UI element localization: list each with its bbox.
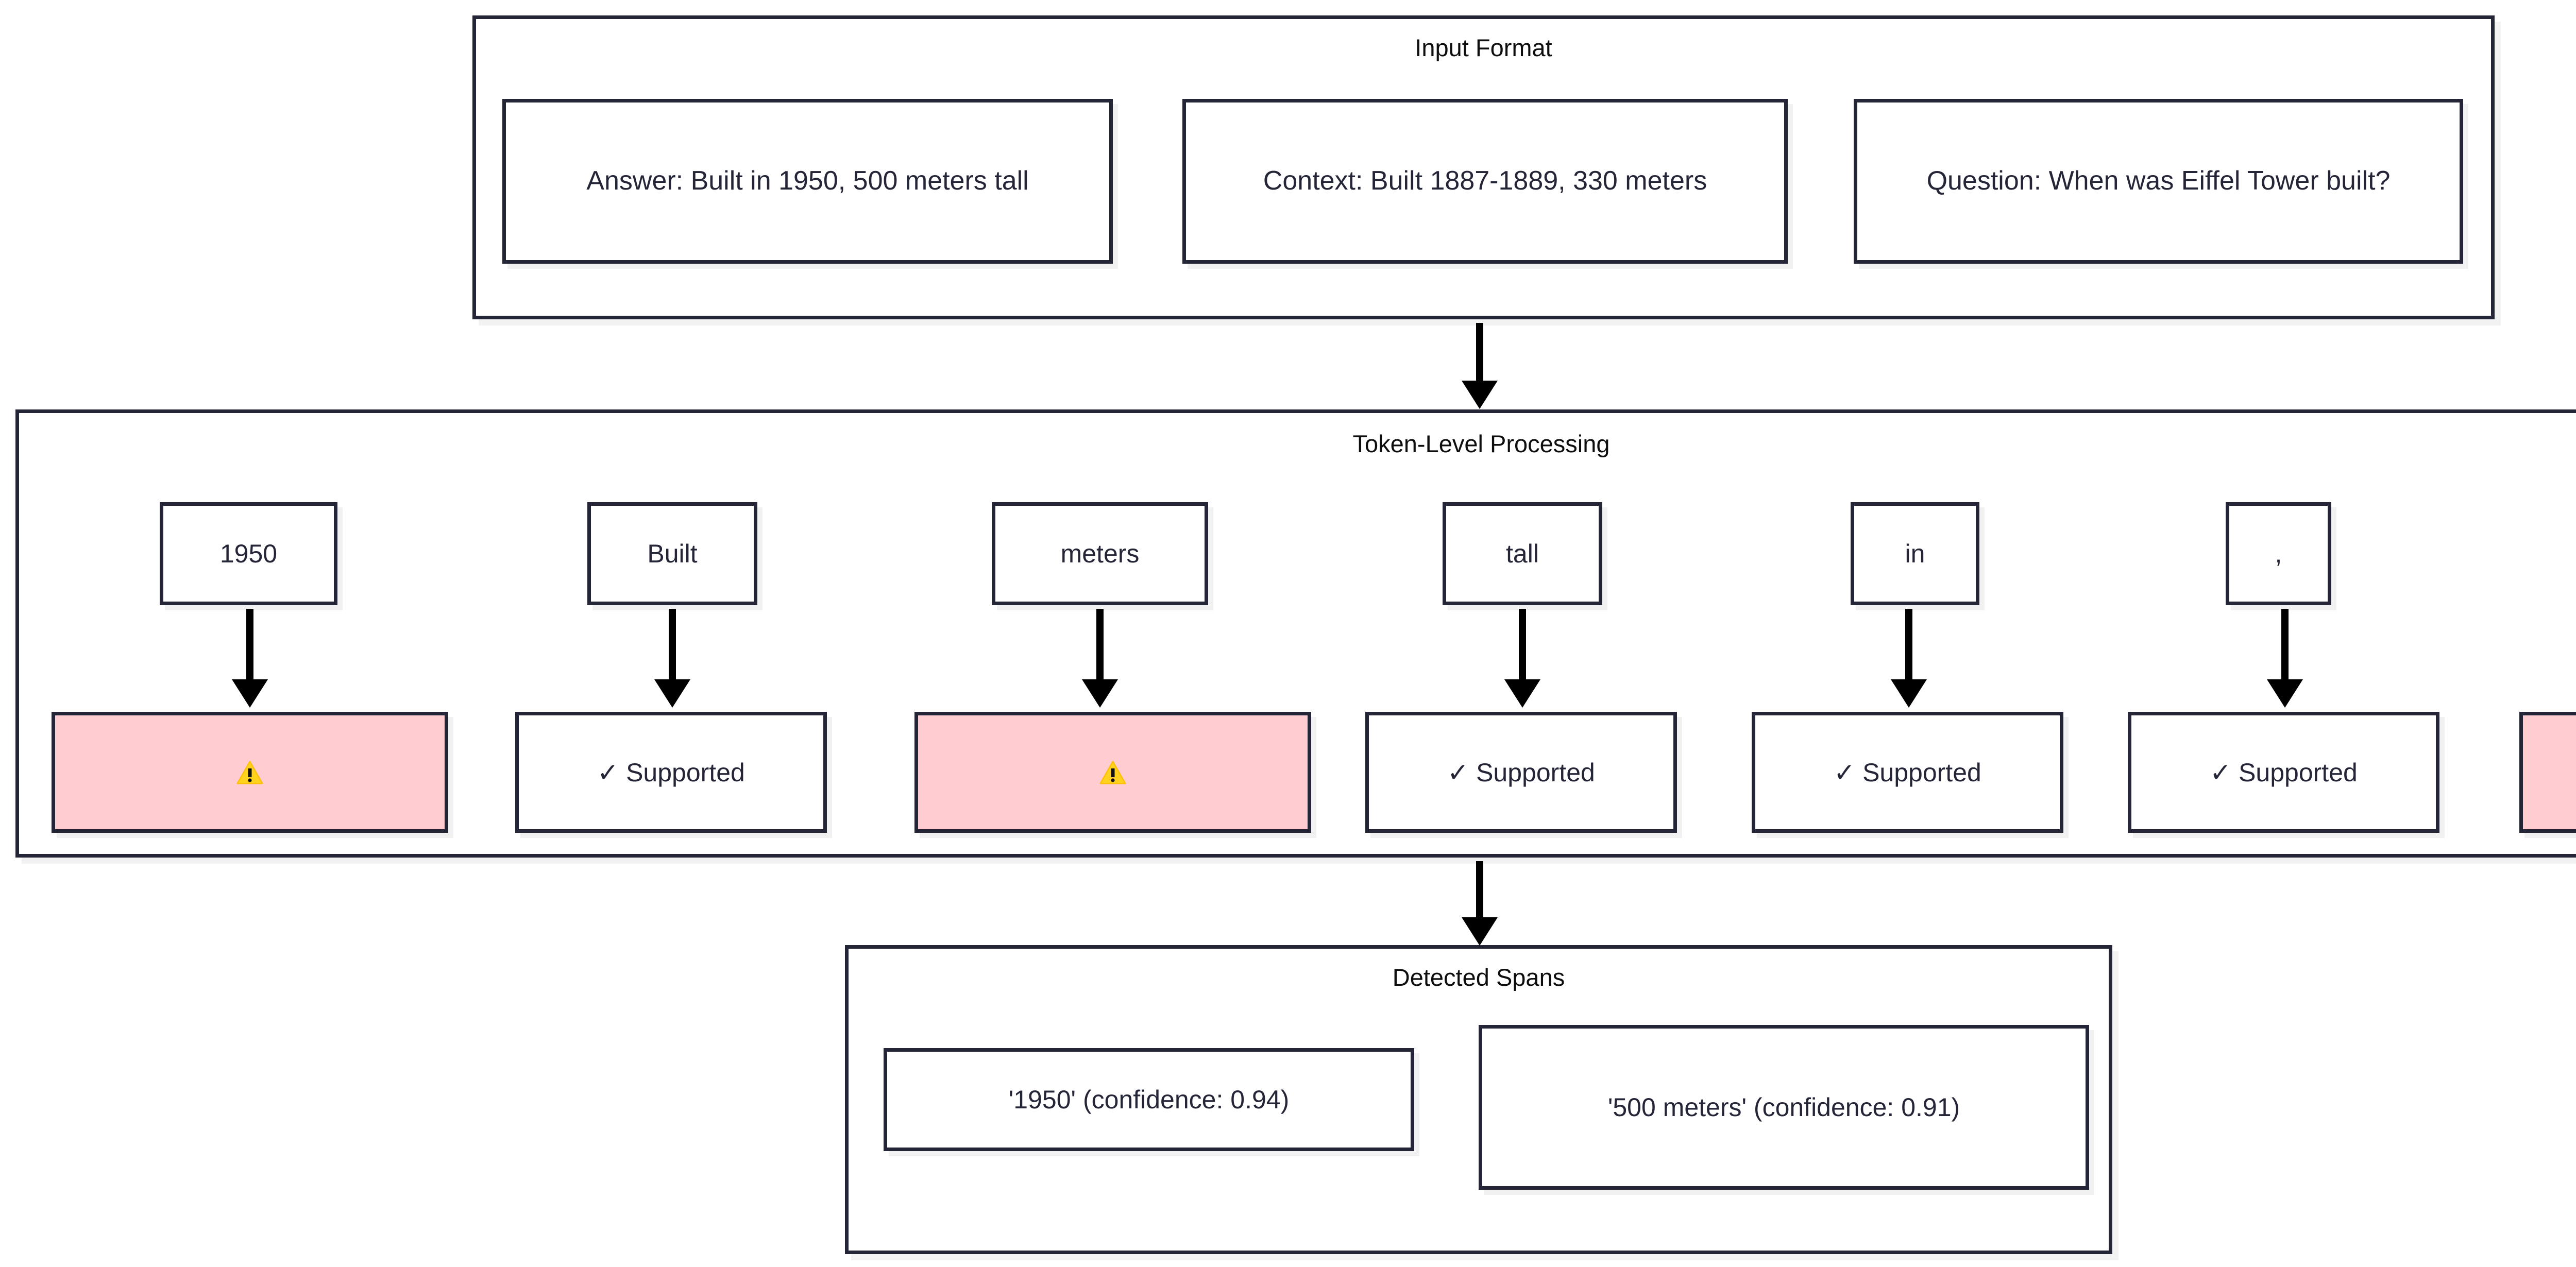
token-label: Built xyxy=(647,539,698,568)
input-box-answer[interactable]: Answer: Built in 1950, 500 meters tall xyxy=(502,99,1113,264)
token-label: 1950 xyxy=(219,539,278,568)
status-box-supported[interactable]: ✓ Supported xyxy=(515,712,827,833)
status-box-supported[interactable]: ✓ Supported xyxy=(1365,712,1677,833)
token-label: in xyxy=(1905,539,1925,568)
detected-span-text: '1950' (confidence: 0.94) xyxy=(1008,1085,1290,1114)
check-icon: ✓ xyxy=(2210,758,2232,787)
input-box-question[interactable]: Question: When was Eiffel Tower built? xyxy=(1854,99,2463,264)
input-format-title: Input Format xyxy=(1415,34,1552,61)
detected-span-text: '500 meters' (confidence: 0.91) xyxy=(1607,1092,1960,1122)
check-icon: ✓ xyxy=(1834,758,1856,787)
token-label: , xyxy=(2275,539,2282,568)
token-processing-title: Token-Level Processing xyxy=(1352,430,1610,457)
token-box[interactable]: meters xyxy=(992,502,1208,605)
detected-span-item[interactable]: '500 meters' (confidence: 0.91) xyxy=(1479,1025,2089,1190)
status-label: Supported xyxy=(626,758,745,787)
check-icon: ✓ xyxy=(1447,758,1469,787)
input-box-question-text: Question: When was Eiffel Tower built? xyxy=(1926,166,2391,196)
status-label: Supported xyxy=(1862,758,1981,787)
token-label: meters xyxy=(1060,539,1140,568)
input-box-answer-text: Answer: Built in 1950, 500 meters tall xyxy=(586,166,1029,196)
token-label: tall xyxy=(1506,539,1539,568)
detected-spans-title: Detected Spans xyxy=(1392,964,1565,991)
status-box-supported[interactable]: ✓ Supported xyxy=(1752,712,2063,833)
token-box[interactable]: 1950 xyxy=(160,502,337,605)
check-icon: ✓ xyxy=(597,758,619,787)
input-box-context[interactable]: Context: Built 1887-1889, 330 meters xyxy=(1182,99,1788,264)
input-box-context-text: Context: Built 1887-1889, 330 meters xyxy=(1263,166,1707,196)
status-box-unsupported[interactable] xyxy=(52,712,448,833)
token-box[interactable]: tall xyxy=(1443,502,1602,605)
status-box-unsupported[interactable] xyxy=(2519,712,2576,833)
status-label: Supported xyxy=(1476,758,1595,787)
detected-span-item[interactable]: '1950' (confidence: 0.94) xyxy=(884,1048,1414,1151)
token-box[interactable]: in xyxy=(1851,502,1979,605)
status-box-unsupported[interactable] xyxy=(914,712,1311,833)
status-label: Supported xyxy=(2239,758,2358,787)
token-box[interactable]: Built xyxy=(587,502,757,605)
token-box[interactable]: , xyxy=(2226,502,2331,605)
status-box-supported[interactable]: ✓ Supported xyxy=(2128,712,2439,833)
warning-triangle-icon xyxy=(1099,761,1126,784)
warning-triangle-icon xyxy=(236,761,263,784)
